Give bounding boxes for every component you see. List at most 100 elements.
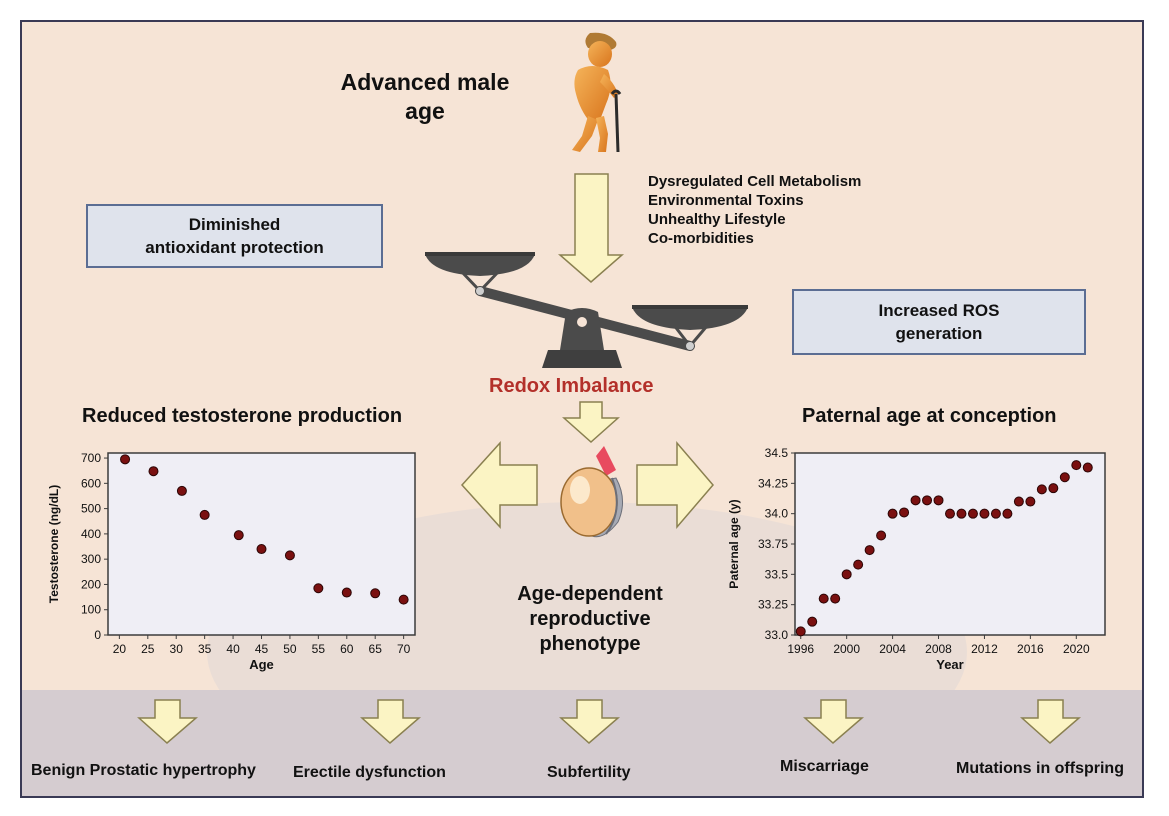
paternal-age-data-point [1025,496,1036,507]
outcome-erectile-dysfunction: Erectile dysfunction [293,764,446,781]
testosterone-x-tick-label: 50 [283,642,297,656]
phenotype-label: Age-dependent reproductive phenotype [480,582,700,657]
testosterone-plot-area [107,452,416,636]
paternal-age-data-point [945,508,955,519]
redox-imbalance-label: Redox Imbalance [489,375,654,397]
down-arrow-outcome-1 [137,699,199,744]
paternal-age-chart: 1996 2000 2004 2008 2012 2016 2020 33.0 33.25 33.… [727,446,1106,672]
paternal-age-x-tick-label: 1996 [787,642,814,656]
paternal-age-data-point [876,530,887,541]
paternal-age-data-point [990,508,1001,519]
testosterone-x-tick-label: 35 [198,642,212,656]
testosterone-data-point [199,509,210,520]
paternal-age-data-point [807,616,818,627]
right-arrow [636,440,714,530]
testosterone-y-tick-label: 700 [81,451,101,465]
elderly-man-icon [572,32,622,153]
testosterone-x-tick-label: 45 [255,642,269,656]
down-arrow-redox [562,401,620,444]
header-title: Advanced male age [305,68,545,126]
ros-box-line1: Increased ROS [878,301,1000,320]
paternal-age-x-tick-label: 2008 [925,642,952,656]
testosterone-data-point [233,530,244,541]
testosterone-data-point [120,454,131,465]
balance-scale-icon [425,252,748,368]
testosterone-data-point [313,583,324,594]
testosterone-data-point [370,588,381,599]
phenotype-line1: Age-dependent [517,583,663,605]
outcome-subfertility: Subfertility [547,764,631,781]
testosterone-x-tick-label: 20 [113,642,127,656]
paternal-age-chart-title: Paternal age at conception [802,405,1057,427]
down-arrow-outcome-5 [1020,699,1082,744]
testosterone-x-tick-label: 60 [340,642,354,656]
paternal-age-x-tick-label: 2000 [833,642,860,656]
down-arrow-outcome-3 [559,699,621,744]
down-arrow-outcome-2 [360,699,422,744]
paternal-age-data-point [1082,462,1093,473]
paternal-age-data-point [1036,484,1047,495]
testosterone-data-point [256,544,267,555]
testosterone-y-tick-label: 100 [81,603,101,617]
factors-list: Dysregulated Cell Metabolism Environment… [648,172,861,248]
factor-item: Co-morbidities [648,230,754,247]
testosterone-y-tick-label: 300 [81,552,101,566]
testosterone-y-tick-label: 600 [81,476,101,490]
testosterone-x-tick-label: 70 [397,642,411,656]
paternal-age-data-point [795,626,806,637]
paternal-age-y-tick-label: 33.25 [758,598,788,612]
paternal-age-data-point [1059,472,1070,483]
testosterone-data-point [341,587,352,598]
paternal-age-data-point [967,508,978,519]
paternal-age-data-point [1002,508,1013,519]
paternal-age-y-tick-label: 34.0 [765,507,789,521]
paternal-age-y-tick-label: 34.25 [758,476,788,490]
outcome-mutations: Mutations in offspring [956,760,1124,777]
testosterone-y-tick-label: 0 [94,628,101,642]
testosterone-y-tick-label: 500 [81,502,101,516]
outcome-bph: Benign Prostatic hypertrophy [31,762,256,779]
testosterone-x-axis-label: Age [249,657,274,672]
paternal-age-y-tick-label: 33.5 [765,567,789,581]
factor-item: Environmental Toxins [648,192,804,209]
phenotype-line2: reproductive [529,608,651,630]
paternal-age-data-point [818,593,829,604]
paternal-age-data-point [910,495,921,506]
paternal-age-data-point [841,569,852,580]
factor-item: Dysregulated Cell Metabolism [648,173,862,190]
paternal-age-plot-area [794,452,1106,636]
paternal-age-data-point [956,508,967,519]
paternal-age-x-tick-label: 2016 [1017,642,1044,656]
ros-generation-box: Increased ROS generation [792,289,1086,355]
paternal-age-x-axis-label: Year [936,657,963,672]
paternal-age-x-tick-label: 2020 [1063,642,1090,656]
down-arrow-age [557,173,625,283]
testosterone-data-point [284,550,295,561]
paternal-age-y-tick-label: 34.5 [765,446,789,460]
paternal-age-data-point [887,508,898,519]
testosterone-data-point [148,466,159,477]
antioxidant-box-line1: Diminished [188,215,281,234]
paternal-age-y-tick-label: 33.75 [758,537,788,551]
paternal-age-x-tick-label: 2012 [971,642,998,656]
paternal-age-data-point [1048,483,1059,494]
outcome-miscarriage: Miscarriage [780,758,869,775]
paternal-age-x-tick-label: 2004 [879,642,906,656]
testosterone-x-tick-label: 40 [226,642,240,656]
paternal-age-data-point [979,508,990,519]
paternal-age-data-point [933,495,944,506]
factor-item: Unhealthy Lifestyle [648,211,786,228]
phenotype-line3: phenotype [539,633,641,655]
paternal-age-data-point [864,545,875,556]
paternal-age-data-point [1071,460,1082,471]
down-arrow-outcome-4 [803,699,865,744]
header-title-line2: age [405,98,445,124]
paternal-age-data-point [853,559,864,570]
paternal-age-y-axis-label: Paternal age (y) [727,499,741,588]
left-arrow [460,441,538,529]
paternal-age-y-tick-label: 33.0 [765,628,789,642]
paternal-age-data-point [899,507,910,518]
testosterone-chart-title: Reduced testosterone production [82,405,403,427]
